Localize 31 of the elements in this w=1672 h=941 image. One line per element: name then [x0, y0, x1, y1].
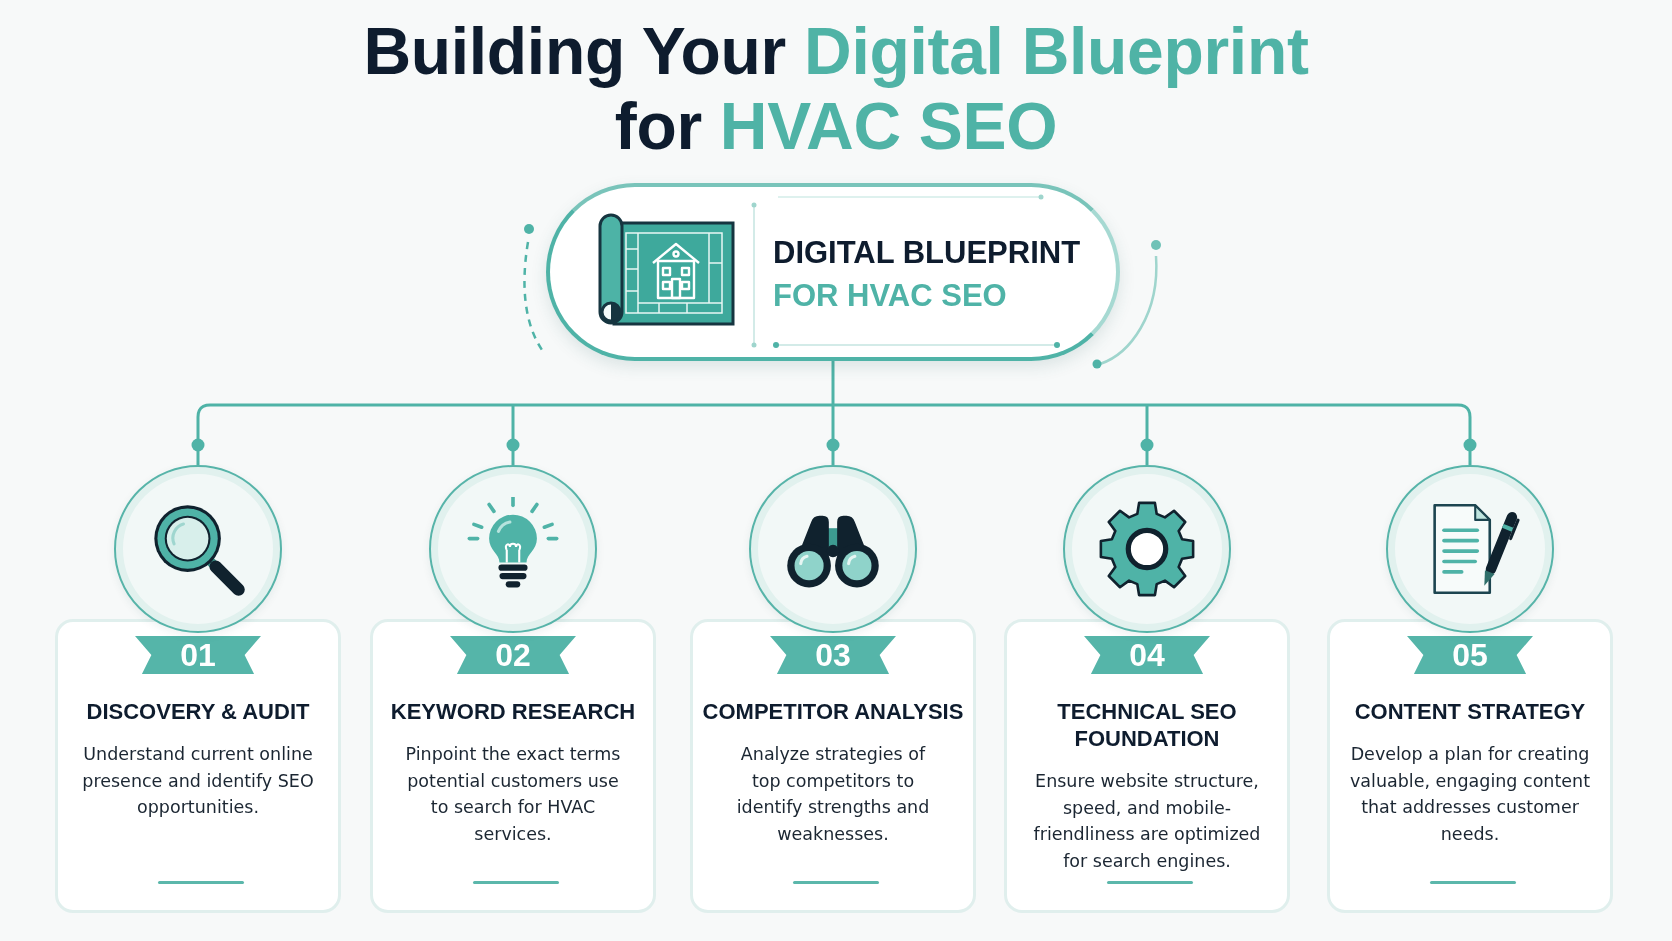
- step-description: Pinpoint the exact terms potential customers use to search for HVAC services.: [404, 743, 622, 846]
- step-number: 04: [1129, 636, 1165, 674]
- connector-line: [831, 361, 835, 405]
- pill-subheading: FOR HVAC SEO: [773, 278, 1007, 314]
- step-description: Understand current online presence and identify SEO opportunities.: [81, 743, 315, 819]
- step-card: [1327, 619, 1613, 913]
- connector-line: [1147, 403, 1477, 465]
- step-card: [55, 619, 341, 913]
- step-heading: DISCOVERY & AUDIT: [85, 698, 311, 725]
- step-description: Ensure website structure, speed, and mobile-friendliness are optimized for search engines.: [1032, 770, 1262, 873]
- pill-heading: DIGITAL BLUEPRINT: [773, 235, 1081, 271]
- connector-line: [826, 405, 840, 465]
- step-heading: CONTENT STRATEGY: [1353, 698, 1587, 725]
- page-title: Building Your Digital Blueprint for HVAC SEO: [362, 14, 1310, 164]
- connector-line: [1140, 405, 1154, 465]
- step-description: Develop a plan for creating valuable, engaging content that addresses customer needs.: [1349, 743, 1591, 846]
- step-number: 01: [180, 636, 216, 674]
- step-number: 05: [1452, 636, 1488, 674]
- step-card: [690, 619, 976, 913]
- step-number: 02: [495, 636, 531, 674]
- connector-line: [506, 405, 520, 465]
- step-number: 03: [815, 636, 851, 674]
- step-heading: KEYWORD RESEARCH: [389, 698, 637, 725]
- connector-line: [513, 403, 833, 407]
- step-description: Analyze strategies of top competitors to identify strengths and weaknesses.: [735, 743, 931, 846]
- step-card: [1004, 619, 1290, 913]
- step-card: [370, 619, 656, 913]
- connector-line: [833, 403, 1147, 407]
- connector-line: [191, 403, 513, 465]
- step-heading: TECHNICAL SEO FOUNDATION: [1056, 698, 1238, 752]
- step-heading: COMPETITOR ANALYSIS: [701, 698, 965, 725]
